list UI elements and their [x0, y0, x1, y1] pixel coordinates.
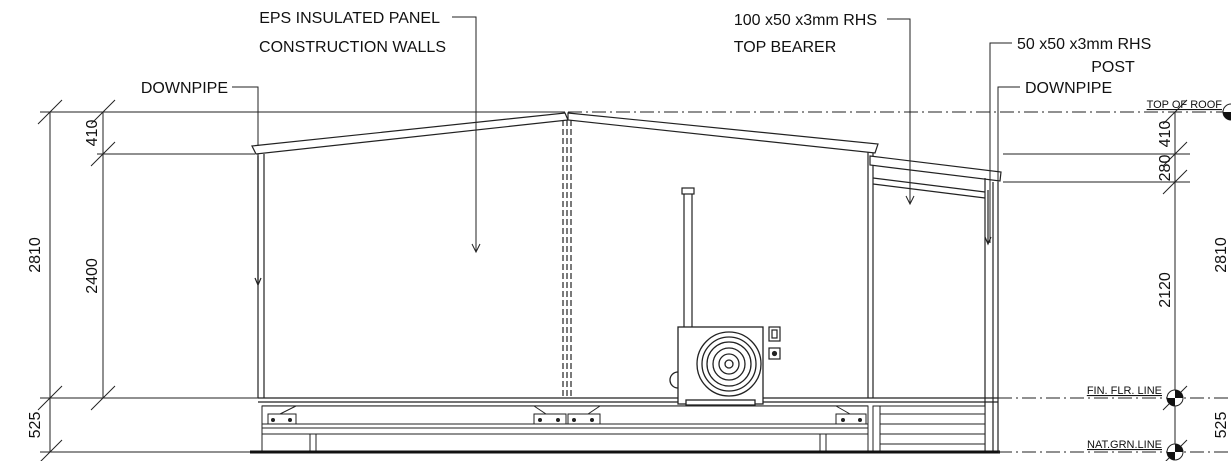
level-label-top-of-roof: TOP OF ROOF: [1147, 99, 1223, 111]
label-bearer-line2: TOP BEARER: [734, 39, 837, 56]
label-eps-line1: EPS INSULATED PANEL: [259, 10, 440, 27]
ac-condenser-unit: [669, 326, 764, 406]
label-post-line1: 50 x50 x3mm RHS: [1017, 36, 1151, 53]
subfloor-frame: [261, 405, 986, 453]
label-downpipe-right: DOWNPIPE: [1025, 80, 1112, 97]
label-eps-line2: CONSTRUCTION WALLS: [259, 39, 446, 56]
dim-right-roof: 410: [1157, 121, 1174, 148]
level-label-fin-flr: FIN. FLR. LINE: [1087, 385, 1162, 397]
level-label-nat-grn: NAT.GRN.LINE: [1087, 439, 1162, 451]
leader-lines: [232, 16, 1020, 254]
level-marker-fin-flr: [1166, 389, 1184, 407]
label-bearer-line1: 100 x50 x3mm RHS: [734, 12, 877, 29]
left-dimension-lines: [37, 99, 565, 461]
label-downpipe-left: DOWNPIPE: [141, 80, 228, 97]
level-marker-top-of-roof: [1222, 103, 1231, 121]
label-post-line2: POST: [1091, 59, 1135, 76]
dim-left-sub: 525: [27, 412, 44, 439]
electrical-isolators: [768, 326, 781, 360]
subfloor-bolts: [271, 418, 862, 422]
level-marker-nat-grn: [1166, 443, 1184, 461]
downpipe-left-drawing: [254, 156, 262, 287]
dim-right-wall: 2120: [1157, 272, 1174, 308]
dim-right-bearer: 280: [1157, 155, 1174, 182]
building-structure: [251, 112, 998, 407]
dim-left-roof: 410: [84, 120, 101, 147]
right-level-lines: [568, 99, 1231, 461]
dim-left-overall: 2810: [27, 237, 44, 273]
dim-right-overall: 2810: [1213, 237, 1230, 273]
dim-right-sub: 525: [1213, 412, 1230, 439]
flue-pipe: [681, 187, 695, 329]
dim-left-wall: 2400: [84, 258, 101, 294]
